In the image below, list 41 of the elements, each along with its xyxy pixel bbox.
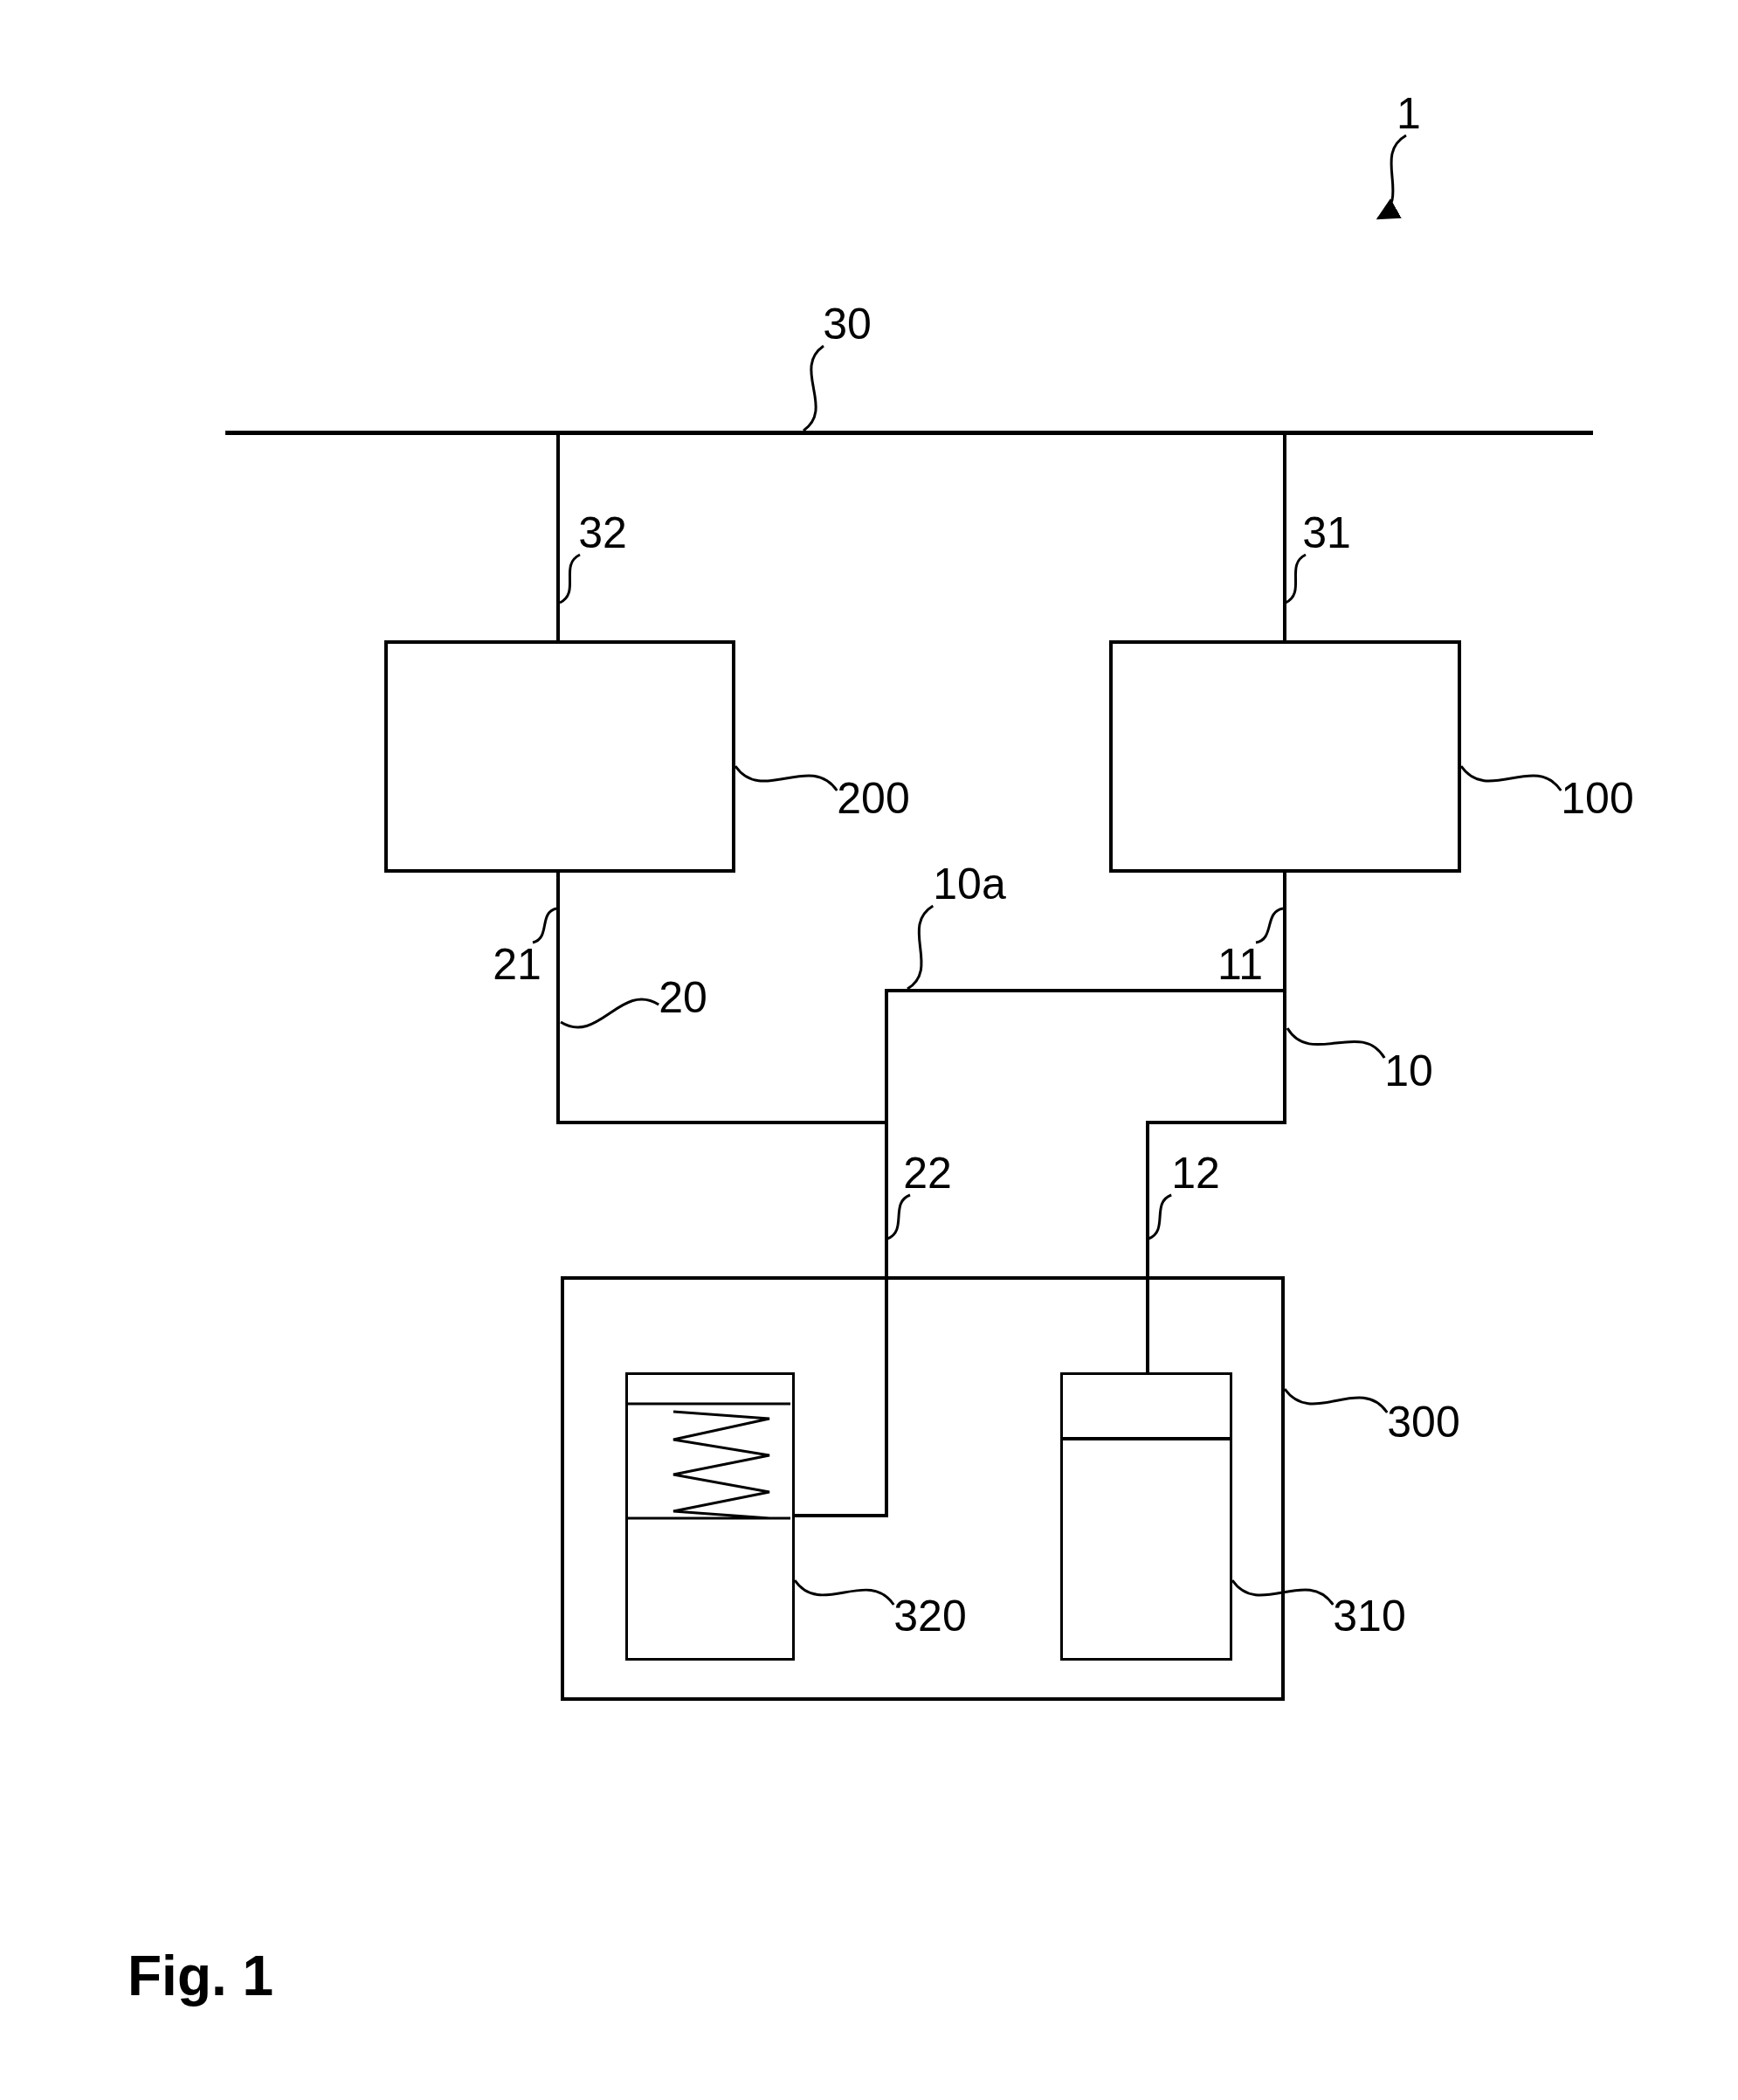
leader-line	[1285, 553, 1307, 604]
reference-numeral: 100	[1561, 777, 1634, 820]
leader-line	[532, 907, 557, 944]
reference-numeral: 22	[903, 1151, 952, 1195]
figure-caption: Fig. 1	[128, 1944, 274, 2008]
leader-line	[793, 1579, 895, 1606]
reference-numeral: 11	[1217, 943, 1263, 986]
component-box	[1109, 640, 1461, 873]
leader-line	[1255, 907, 1284, 944]
connection-line	[795, 873, 1286, 1517]
reference-numeral: 10	[1384, 1049, 1433, 1093]
component-box	[1060, 1372, 1232, 1661]
leader-line	[1148, 1193, 1172, 1240]
component-box	[384, 640, 735, 873]
leader-line	[1459, 765, 1562, 791]
component-box	[625, 1372, 795, 1661]
component-box	[561, 1276, 1285, 1701]
reference-numeral: 300	[1387, 1400, 1460, 1444]
leader-line	[1286, 1027, 1386, 1059]
leader-line	[907, 904, 935, 991]
reference-numeral: 310	[1333, 1594, 1406, 1638]
reference-numeral: 31	[1302, 511, 1351, 555]
leader-line	[803, 344, 824, 432]
reference-numeral: 200	[837, 777, 910, 820]
leader-line	[886, 1193, 911, 1240]
reference-numeral: 20	[659, 976, 707, 1019]
reference-numeral: 320	[893, 1594, 967, 1638]
leader-line	[560, 998, 659, 1029]
leader-line	[734, 765, 838, 791]
connection-line	[1283, 435, 1286, 640]
leader-line	[559, 553, 581, 604]
reference-numeral: 21	[493, 943, 541, 986]
reference-numeral: 1	[1397, 92, 1421, 135]
leader-arrow	[1376, 134, 1407, 220]
reference-numeral: 10a	[933, 862, 1006, 906]
leader-line	[1283, 1388, 1389, 1413]
reference-numeral: 12	[1171, 1151, 1220, 1195]
reference-numeral: 30	[823, 302, 872, 346]
connection-line	[556, 435, 560, 640]
reference-numeral: 32	[578, 511, 627, 555]
leader-line	[1231, 1579, 1335, 1606]
